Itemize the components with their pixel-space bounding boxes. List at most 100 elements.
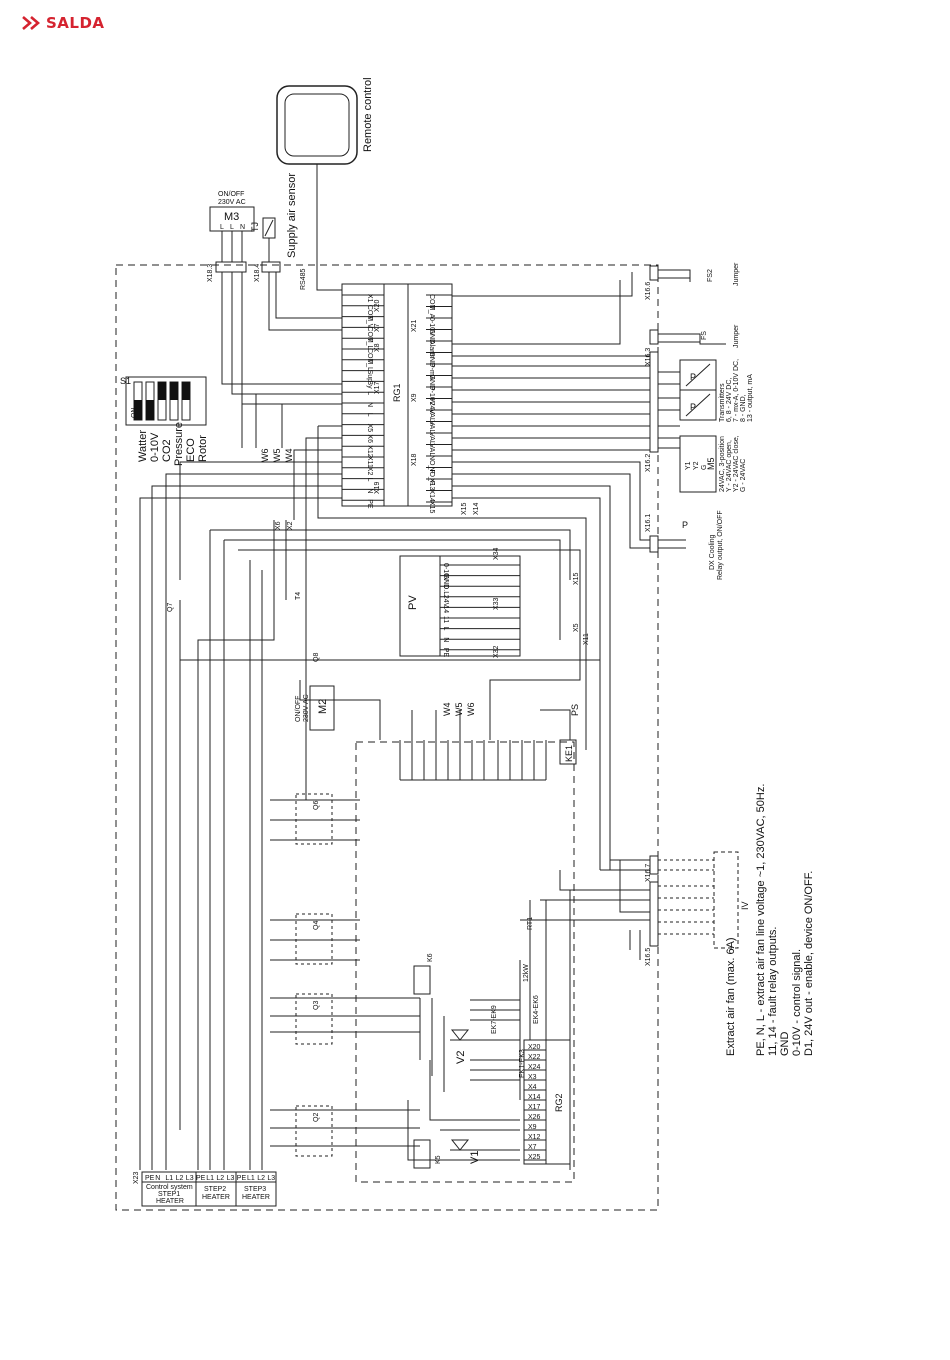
m5-note: G - 24VAC bbox=[740, 459, 747, 492]
m3-pin-2: L bbox=[230, 224, 234, 231]
rg1-left-pin: COM bbox=[366, 305, 373, 322]
actuator-m2: ON/OFF 230V AC M2 bbox=[295, 685, 335, 731]
outputs-w: W6 W5 W4 W4 W5 W6 bbox=[260, 449, 476, 717]
salda-logo-icon bbox=[22, 16, 40, 30]
x16-2-label: X16.2 bbox=[645, 454, 652, 472]
pv-x5: X5 bbox=[573, 623, 580, 632]
s1-0-10v: 0-10V bbox=[149, 432, 161, 462]
rg2-pin: X17 bbox=[528, 1104, 541, 1111]
heater-rating: 12kW bbox=[523, 964, 530, 982]
ke1: KE1 bbox=[559, 739, 577, 765]
tb-section-1c: HEATER bbox=[156, 1198, 184, 1205]
brand-logo: SALDA bbox=[22, 14, 105, 32]
pv-x15: X15 bbox=[573, 572, 580, 585]
rs485-label: RS485 bbox=[300, 268, 307, 290]
m3-id: M3 bbox=[224, 211, 239, 223]
terminal-pin: PE bbox=[196, 1175, 206, 1182]
ps-label: PS bbox=[570, 704, 580, 716]
iv-label: IV bbox=[740, 901, 750, 910]
legend-line-2: 11, 14 - fault relay outputs. bbox=[767, 927, 779, 1056]
rg1-left-pin: X2 bbox=[366, 467, 373, 476]
damper-m3: ON/OFF 230V AC M3 L L N bbox=[209, 191, 255, 262]
rg1-left-pin: By bbox=[366, 380, 373, 389]
rg1-right-pin: T_A bbox=[428, 306, 435, 319]
rg1-left-pin: T_L bbox=[366, 337, 373, 349]
rg1-right-pin: X13 bbox=[428, 478, 435, 491]
legend-line-5: D1, 24V out - enable, device ON/OFF. bbox=[803, 871, 815, 1056]
rg2-pin: X4 bbox=[528, 1084, 537, 1091]
terminal-pin: N bbox=[155, 1175, 160, 1182]
rg1-left-pin: X11 bbox=[366, 456, 373, 468]
rg1-group-x21: X21 bbox=[411, 319, 418, 332]
pv-label: PV bbox=[407, 595, 419, 610]
pv-x33: X33 bbox=[493, 597, 500, 610]
rg1-right-pin: GND bbox=[428, 329, 435, 345]
rg2-pin: X12 bbox=[528, 1134, 541, 1141]
x16-1-label: X16.1 bbox=[645, 514, 652, 532]
transmitter-note: 6, 8 - 24V DC, bbox=[726, 378, 733, 422]
pv-pin: 14 bbox=[442, 605, 449, 613]
rg1-right-pin: 0-10V bbox=[428, 317, 435, 336]
rg2-pin: X22 bbox=[528, 1054, 541, 1061]
terminal-pin: L1 bbox=[165, 1175, 173, 1182]
relay-k6: K6 bbox=[413, 953, 434, 995]
x16-3-label: X16.3 bbox=[645, 348, 652, 366]
q7-label: Q7 bbox=[167, 603, 174, 612]
w5-label: W5 bbox=[454, 703, 464, 717]
legend-line-4: 0-10V - control signal. bbox=[791, 949, 803, 1056]
rg1-right-pin: VAL bbox=[428, 444, 435, 457]
contactor-box bbox=[295, 793, 333, 845]
rg1-left-pin: PE bbox=[366, 499, 373, 509]
controller-rg1: RG1 X1COMT_VCOMT_LCOMT_LSupByLNLX5X6X12X… bbox=[341, 283, 480, 515]
rg1-left-pin: X12 bbox=[366, 445, 373, 458]
x16-5-label: X16.5 bbox=[645, 948, 652, 966]
rg1-right-pin: GND bbox=[428, 375, 435, 391]
rg1-left-pin: L bbox=[366, 478, 373, 482]
sensor-label: Supply air sensor bbox=[286, 173, 298, 258]
tb-section-1b: STEP1 bbox=[158, 1191, 180, 1198]
pv-pin: L bbox=[442, 627, 449, 631]
thyristor-v1: V1 bbox=[450, 1139, 481, 1164]
dx-line-1: DX Cooling bbox=[709, 534, 716, 570]
tb-section-3a: STEP3 bbox=[244, 1186, 266, 1193]
rg1-left-pin: X1 bbox=[366, 294, 373, 303]
contactor-box bbox=[295, 993, 333, 1045]
rt1-label: RT1 bbox=[527, 917, 534, 930]
ke1-label: KE1 bbox=[564, 745, 574, 762]
s1-co2: CO2 bbox=[161, 439, 173, 462]
heater-boundary bbox=[355, 741, 575, 1183]
terminal-pin: L1 bbox=[247, 1175, 255, 1182]
remote-control-label: Remote control bbox=[362, 77, 374, 152]
terminal-pin: L2 bbox=[216, 1175, 224, 1182]
legend-line-1: PE, N, L - extract air fan line voltage … bbox=[755, 784, 767, 1056]
rg1-group-x20: X20 bbox=[374, 299, 381, 312]
sensor-id: TJ bbox=[250, 222, 260, 232]
rg1-group-x17: X17 bbox=[374, 381, 381, 394]
rg1-left-pin: T_V bbox=[366, 316, 373, 329]
transmitter-note: 8 - GND, bbox=[740, 394, 747, 422]
rg1-right-pin: VAL- bbox=[428, 432, 435, 448]
v1-label: V1 bbox=[469, 1151, 481, 1164]
rg1-right-pin: VAL+ bbox=[428, 409, 435, 426]
rg1-group-x8: X8 bbox=[374, 343, 381, 352]
terminal-pin: PE bbox=[237, 1175, 247, 1182]
legend: Extract air fan (max. 6A) PE, N, L - ext… bbox=[725, 784, 815, 1056]
output-w6: W6 bbox=[260, 449, 270, 463]
rg2-pin: X3 bbox=[528, 1074, 537, 1081]
rg1-left-pin: T_L bbox=[366, 359, 373, 371]
m5-note: Y - 24VAC open, bbox=[726, 440, 733, 492]
dip-switch-s1: S1 ON Watter 0-10V CO2 Pressure ECO Roto… bbox=[120, 376, 209, 466]
relay-k5: K5 bbox=[413, 1139, 442, 1169]
x6-label: X6 bbox=[275, 521, 282, 530]
contactor-q3-label: Q3 bbox=[313, 1001, 320, 1010]
pv-pin: 11 bbox=[442, 616, 449, 623]
rg1-left-pin: L bbox=[366, 391, 373, 395]
pv-pin: GND bbox=[442, 574, 449, 590]
